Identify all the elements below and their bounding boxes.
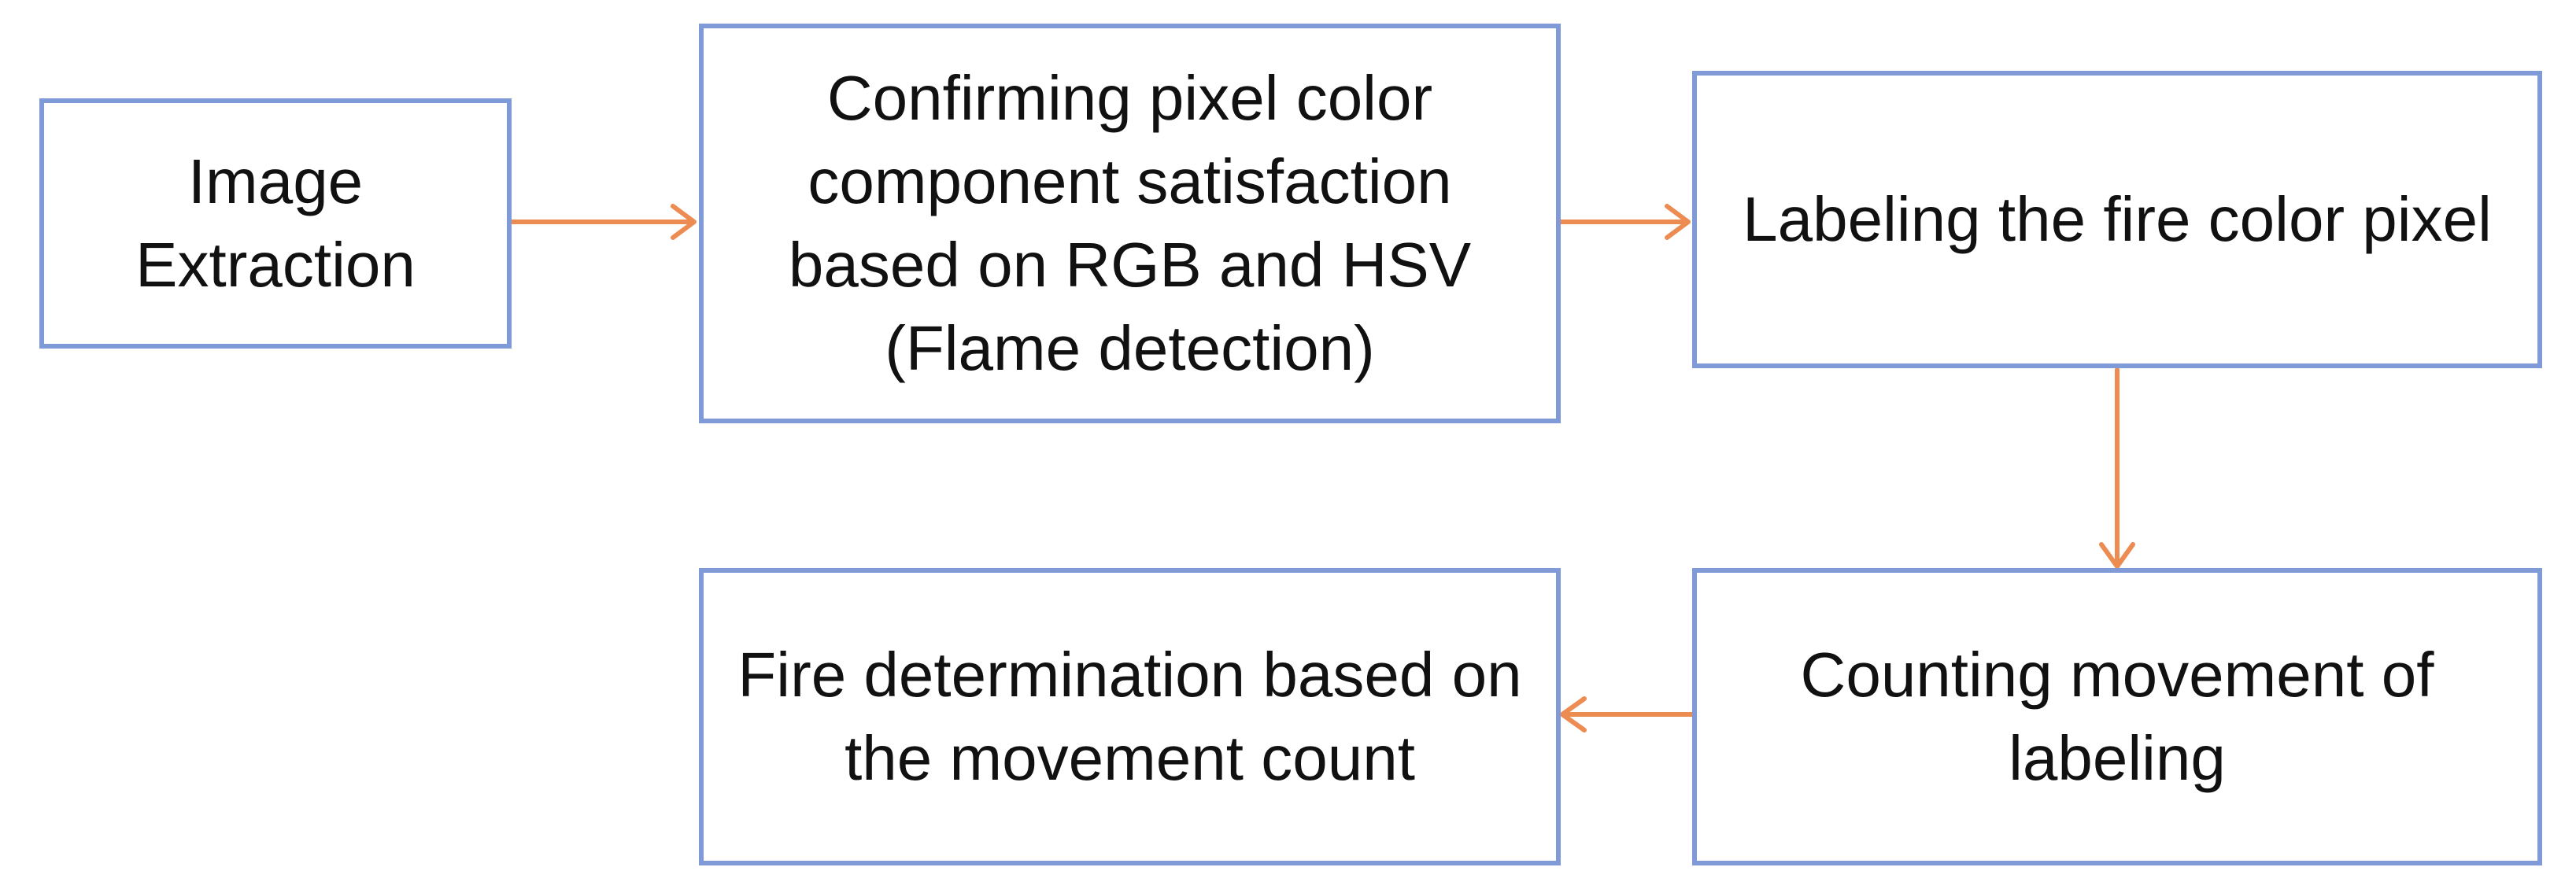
arrow-step2-to-step3 — [1556, 204, 1691, 240]
step-label: Fire determination based on the movement… — [737, 640, 1522, 793]
step-box-labeling-fire-pixel: Labeling the fire color pixel — [1692, 71, 2542, 368]
step-label: Confirming pixel color component satisfa… — [788, 63, 1472, 383]
step-box-image-extraction: Image Extraction — [39, 98, 512, 349]
step-label: Image Extraction — [135, 146, 416, 300]
arrow-step3-to-step4 — [2099, 367, 2135, 569]
step-box-pixel-color-confirmation: Confirming pixel color component satisfa… — [699, 24, 1561, 423]
step-label: Counting movement of labeling — [1800, 640, 2434, 793]
step-box-fire-determination: Fire determination based on the movement… — [699, 568, 1561, 865]
arrow-step1-to-step2 — [508, 204, 697, 240]
step-label: Labeling the fire color pixel — [1743, 184, 2492, 254]
arrow-step4-to-step5 — [1560, 696, 1695, 732]
step-box-counting-movement: Counting movement of labeling — [1692, 568, 2542, 865]
